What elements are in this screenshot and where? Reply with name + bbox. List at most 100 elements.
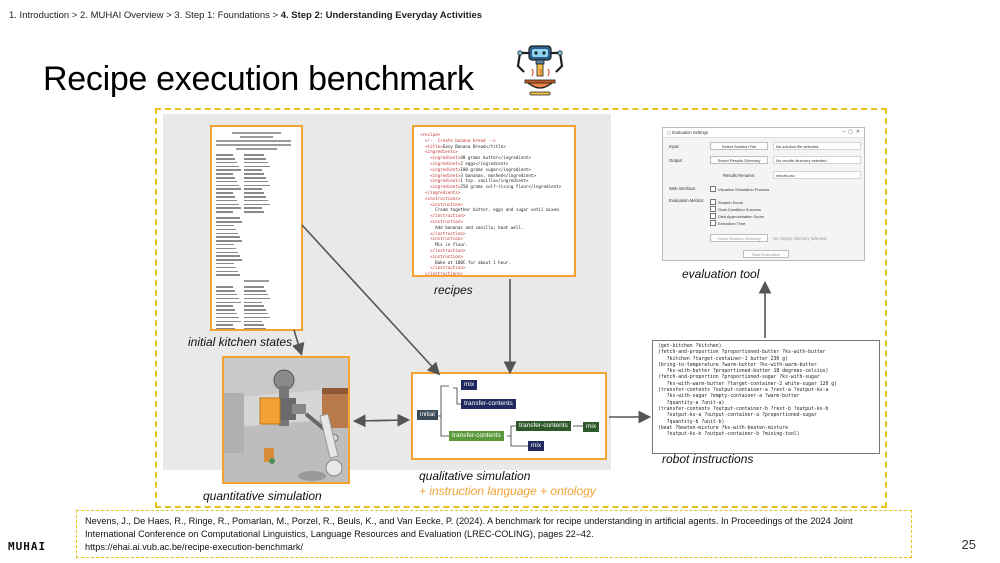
robot-code-line: ?output-ks-a ?output-container-a ?propor… <box>658 413 817 419</box>
robot-cooking-icon <box>516 45 564 96</box>
breadcrumb: 1. Introduction > 2. MUHAI Overview > 3.… <box>9 10 483 21</box>
kitchen-states-document <box>210 125 303 331</box>
recipe-code-line: <instruction> <box>420 201 463 207</box>
recipe-code-line: <ingredient>1 tsp. vanilla</ingredient> <box>420 178 529 184</box>
robot-code-line: (beat ?beaten-mixture ?ks-with-beaten-mi… <box>658 425 788 431</box>
robot-code-line: (transfer-contents ?output-container-a ?… <box>658 388 829 394</box>
breadcrumb-item-2[interactable]: 2. MUHAI Overview <box>80 10 164 21</box>
start-evaluation-button[interactable]: Start Evaluation <box>743 250 789 258</box>
recipe-code-line: </instruction> <box>420 247 466 253</box>
diagram-frame <box>155 108 887 508</box>
citation-text: Nevens, J., De Haes, R., Ringe, R., Poma… <box>85 516 853 539</box>
maximize-icon[interactable]: ▢ <box>848 129 854 135</box>
metric-checkbox-execution-time[interactable]: Execution Time <box>710 220 745 226</box>
breadcrumb-item-1[interactable]: 1. Introduction <box>9 10 70 21</box>
close-icon[interactable]: ✕ <box>855 129 860 135</box>
results-rename-label: Results Rename: <box>723 173 756 178</box>
node-transfer-contents-top: transfer-contents <box>461 399 516 409</box>
citation-box: Nevens, J., De Haes, R., Ringe, R., Poma… <box>76 510 912 558</box>
robot-code-line: (bring-to-temperature ?warm-butter ?ks-w… <box>658 362 817 368</box>
evaluation-settings-window: ▢ Evaluation Settings ─ ▢ ✕ Input: Selec… <box>662 127 865 261</box>
caption-kitchen-states: initial kitchen states <box>188 335 293 349</box>
caption-robot-instructions: robot instructions <box>662 452 754 466</box>
breadcrumb-current: 4. Step 2: Understanding Everyday Activi… <box>280 10 483 21</box>
quantitative-simulation-image <box>222 356 350 484</box>
metric-checkbox-goal-condition[interactable]: Goal-Condition Success <box>710 206 761 212</box>
robot-code-line: ?output-ks-b ?output-container-b ?mixing… <box>658 432 800 438</box>
recipe-code-line: </instruction> <box>420 213 466 219</box>
recipe-code-line: <ingredient>250 grams self-rising flour<… <box>420 184 562 190</box>
recipe-code-block: <recipe> <!-- Create banana bread --> <t… <box>412 125 576 277</box>
robot-code-line: ?quantity-b ?unit-b) <box>658 419 725 425</box>
robot-code-line: ?ks-with-sugar ?empty-container-a ?warm-… <box>658 394 800 400</box>
recipe-code-line: <instruction> <box>420 218 463 224</box>
kitchen-states-column <box>243 152 271 215</box>
session-path-text: No Aleppo directory selected. <box>773 236 828 241</box>
graph-edges <box>433 385 583 447</box>
recipe-code-line: </instructions> <box>420 271 463 277</box>
node-mix-top: mix <box>461 380 478 390</box>
window-title: Evaluation Settings <box>672 130 708 135</box>
recipe-code-line: Bake at 180C for about 1 hour. <box>435 259 511 265</box>
robot-code-line: (get-kitchen ?kitchen) <box>658 344 722 349</box>
minimize-icon[interactable]: ─ <box>841 129 846 135</box>
results-path-field: No results directory selected. <box>773 156 861 164</box>
kitchen-states-column <box>215 152 243 215</box>
caption-evaluation-tool: evaluation tool <box>682 267 760 281</box>
kitchen-states-column <box>243 284 271 329</box>
node-transfer-contents-right: transfer-contents <box>516 421 571 431</box>
recipe-code-line: <title>Easy Banana Bread</title> <box>420 143 506 149</box>
recipe-code-line: <instructions> <box>420 195 461 201</box>
robot-code-line: ?ks-with-warm-butter ?target-container-2… <box>658 381 838 387</box>
recipe-code-line: </ingredients> <box>420 189 461 195</box>
breadcrumb-item-3[interactable]: 3. Step 1: Foundations <box>174 10 270 21</box>
evaluation-metrics-label: Evaluation Metrics: <box>669 198 705 203</box>
select-session-button[interactable]: Select Session Directory <box>710 234 768 242</box>
robot-code-line: ?ks-with-butter ?proportioned-butter 18 … <box>658 369 829 375</box>
results-rename-input[interactable]: results.csv <box>773 171 861 179</box>
select-results-button[interactable]: Select Results Directory <box>710 156 768 164</box>
recipe-code-line: Mix in flour. <box>435 242 468 248</box>
muhai-logo: MUHAI <box>8 540 47 553</box>
robot-code-line: (transfer-contents ?output-container-b ?… <box>658 406 829 412</box>
output-label: Output: <box>669 158 683 163</box>
recipe-code-line: Add bananas and vanilla; beat well. <box>435 224 524 230</box>
recipe-code-line: <ingredient>100 grams sugar</ingredient> <box>420 166 531 172</box>
select-solution-button[interactable]: Select Solution File <box>710 142 768 150</box>
node-mix-right: mix <box>583 422 600 432</box>
solution-path-field: No solution file selected. <box>773 142 861 150</box>
recipe-code-line: <ingredient>2 eggs</ingredient> <box>420 160 509 166</box>
window-icon: ▢ <box>667 130 673 135</box>
citation-url[interactable]: https://ehai.ai.vub.ac.be/recipe-executi… <box>85 542 304 552</box>
qualitative-simulation-graph: initial mix transfer-contents transfer-c… <box>411 372 607 460</box>
caption-quantitative-simulation: quantitative simulation <box>203 489 322 503</box>
recipe-code-line: <!-- Create banana bread --> <box>420 137 496 143</box>
recipe-code-line: <ingredient>40 grams butter</ingredient> <box>420 155 531 161</box>
recipe-code-line: <ingredient>3 bananas, mashed</ingredien… <box>420 172 536 178</box>
simulation-scene <box>224 358 348 482</box>
robot-instructions-code: (get-kitchen ?kitchen)(fetch-and-proport… <box>652 340 880 454</box>
page-number: 25 <box>961 537 976 552</box>
robot-code-line: ?kitchen ?target-container-1 butter 230 … <box>658 356 788 362</box>
recipe-code-line: <ingredients> <box>420 149 458 155</box>
caption-recipes: recipes <box>434 283 473 297</box>
node-mix-bottom: mix <box>528 441 545 451</box>
recipe-code-line: </instruction> <box>420 230 466 236</box>
metric-checkbox-smatch[interactable]: Smatch Score <box>710 199 743 205</box>
node-initial: initial <box>417 410 438 420</box>
input-label: Input: <box>669 144 680 149</box>
recipe-code-line: <instruction> <box>420 253 463 259</box>
slide-title: Recipe execution benchmark <box>43 60 474 98</box>
kitchen-states-column <box>215 215 243 278</box>
recipe-code-line: <instruction> <box>420 236 463 242</box>
robot-code-line: (fetch-and-proportion ?proportioned-butt… <box>658 350 826 356</box>
recipe-code-line: Cream together butter, eggs and sugar un… <box>435 207 562 213</box>
node-transfer-contents-mid: transfer-contents <box>449 431 504 441</box>
robot-code-line: ?quantity-a ?unit-a) <box>658 400 725 406</box>
recipe-code-line: </instruction> <box>420 265 466 271</box>
caption-qualitative-extra: + instruction language + ontology <box>419 484 596 498</box>
caption-qualitative-simulation: qualitative simulation <box>419 469 531 483</box>
metric-checkbox-dish-approximation[interactable]: Dish Approximation Score <box>710 213 764 219</box>
kitchen-states-column <box>215 284 243 329</box>
visualize-checkbox[interactable]: Visualize Simulation Process <box>710 186 769 192</box>
